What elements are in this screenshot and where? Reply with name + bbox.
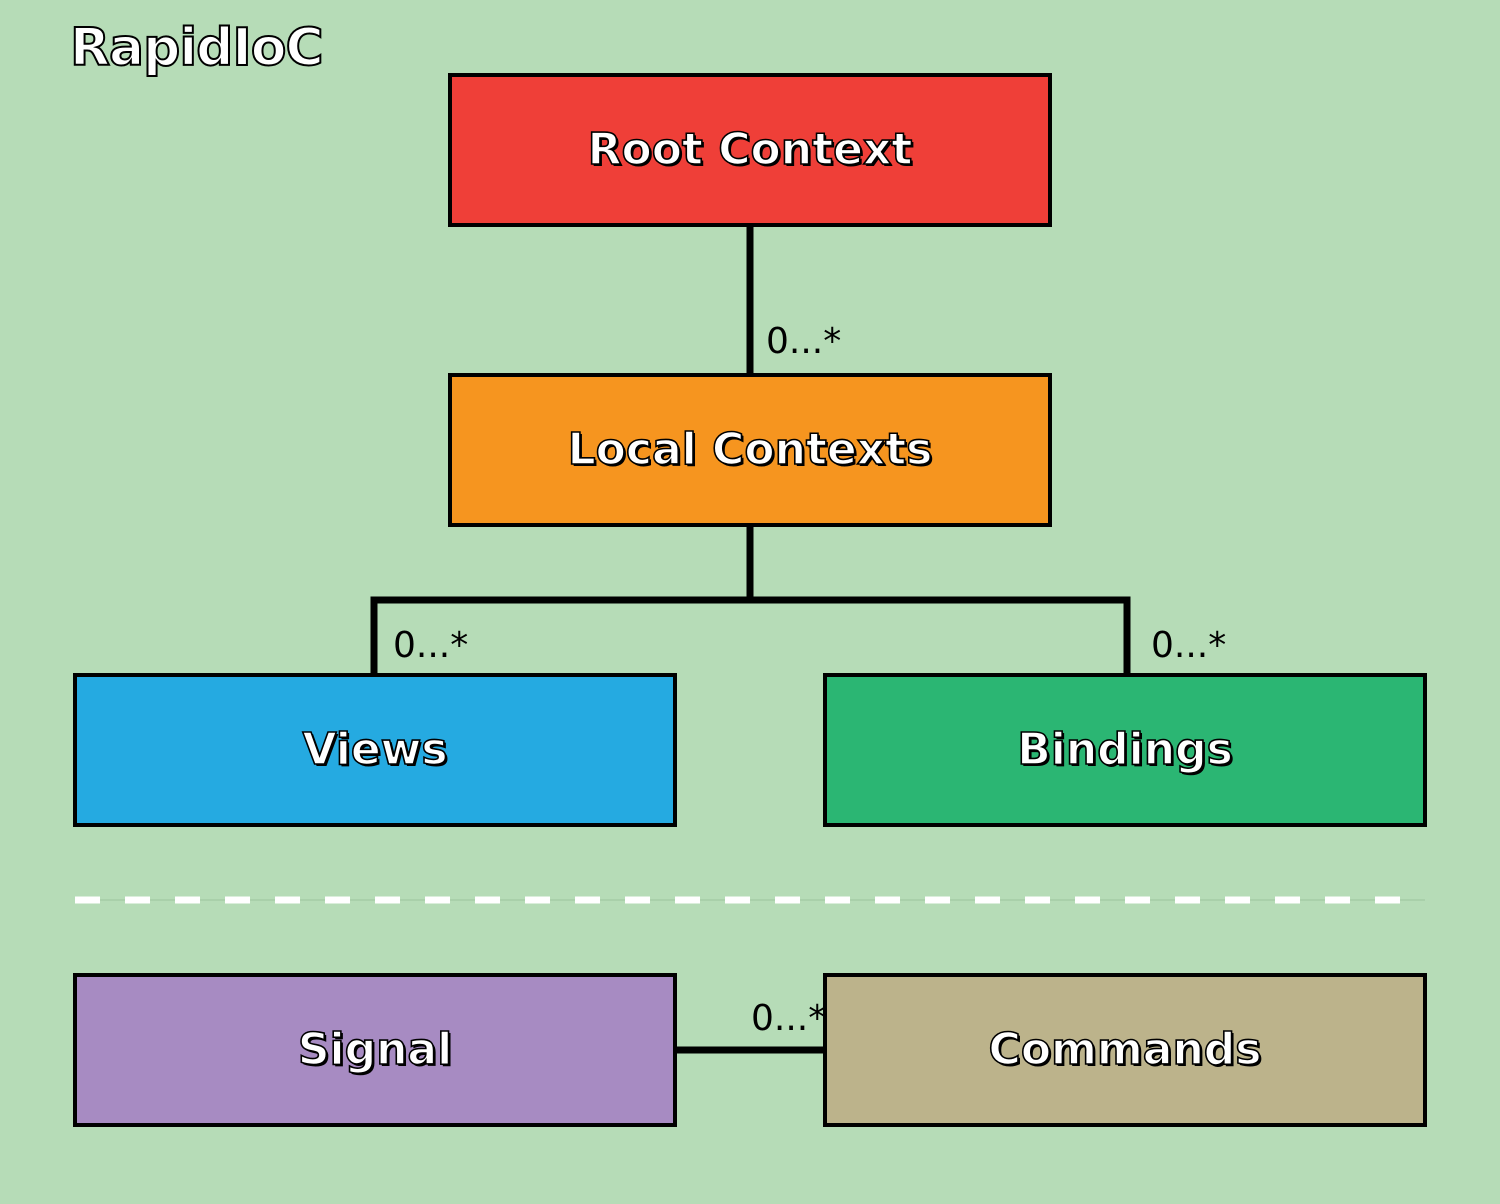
commands-box: Commands <box>823 973 1427 1127</box>
commands-label: Commands <box>988 1024 1263 1075</box>
connector-branch <box>370 596 1131 676</box>
local-contexts-label: Local Contexts <box>567 424 933 475</box>
signal-box: Signal <box>73 973 677 1127</box>
views-label: Views <box>302 724 449 775</box>
root-context-label: Root Context <box>587 124 913 175</box>
bindings-box: Bindings <box>823 673 1427 827</box>
local-contexts-box: Local Contexts <box>448 373 1052 527</box>
multiplicity-local-bindings: 0...* <box>1151 625 1227 666</box>
multiplicity-local-views: 0...* <box>393 625 469 666</box>
signal-label: Signal <box>297 1024 453 1075</box>
root-context-box: Root Context <box>448 73 1052 227</box>
diagram-title: RapidIoC <box>69 18 325 78</box>
bindings-label: Bindings <box>1016 724 1233 775</box>
views-box: Views <box>73 673 677 827</box>
multiplicity-root-local: 0...* <box>766 321 842 362</box>
multiplicity-signal-commands: 0...* <box>751 998 827 1039</box>
